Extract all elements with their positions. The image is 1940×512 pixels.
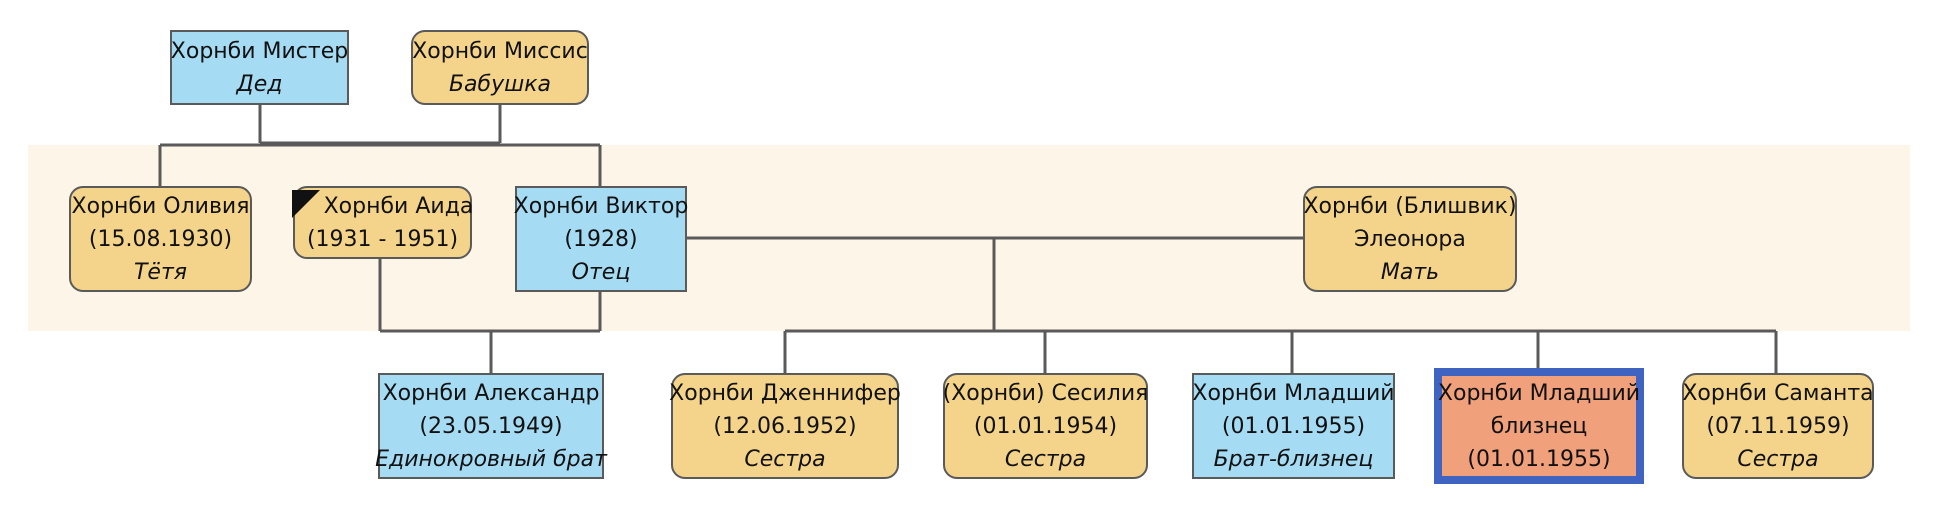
person-dates: (01.01.1955) [1221,413,1366,439]
person-dates: (23.05.1949) [419,413,563,439]
person-dates: (1928) [564,226,638,252]
person-aida[interactable]: Хорнби Аида (1931 - 1951) [291,186,474,259]
person-relation: Отец [571,259,631,285]
person-name: Хорнби Аида [323,193,474,219]
person-jennifer[interactable]: Хорнби Дженнифер (12.06.1952) Сестра [669,373,901,479]
person-junior-twin-selected[interactable]: Хорнби Младший близнец (01.01.1955) [1434,368,1644,484]
person-dates: (15.08.1930) [88,226,233,252]
person-name-line1: Хорнби (Блишвик) [1303,193,1517,219]
person-relation: Брат-близнец [1213,446,1374,472]
person-dates: (01.01.1954) [973,413,1118,439]
person-name-line1: Хорнби Младший [1437,380,1641,406]
person-relation: Мать [1380,259,1440,285]
person-grandfather[interactable]: Хорнби Мистер Дед [170,30,349,105]
aida-name-row: Хорнби Аида [291,189,474,223]
victor-eleonora-connector [685,236,1303,331]
person-relation: Тётя [133,259,188,285]
person-name-line2: близнец [1490,413,1588,439]
person-name: Хорнби Саманта [1682,380,1874,406]
person-dates: (07.11.1959) [1706,413,1850,439]
person-samantha[interactable]: Хорнби Саманта (07.11.1959) Сестра [1682,373,1874,479]
person-grandmother[interactable]: Хорнби Миссис Бабушка [411,30,589,105]
person-relation: Сестра [744,446,826,472]
person-name: Хорнби Оливия [71,193,250,219]
person-dates: (01.01.1955) [1467,446,1611,472]
person-dates: (1931 - 1951) [306,226,459,252]
person-relation: Дед [236,71,283,97]
person-eleonora[interactable]: Хорнби (Блишвик) Элеонора Мать [1303,186,1517,292]
person-relation: Бабушка [448,71,552,97]
person-dates: (12.06.1952) [713,413,857,439]
aida-victor-connector [378,255,602,375]
person-name: Хорнби Мистер [170,38,349,64]
person-victor[interactable]: Хорнби Виктор (1928) Отец [513,186,689,292]
grandparents-connector [258,105,502,145]
person-junior[interactable]: Хорнби Младший (01.01.1955) Брат-близнец [1192,373,1395,479]
person-name: Хорнби Миссис [412,38,588,64]
grandparents-children-connector [158,143,602,190]
person-olivia[interactable]: Хорнби Оливия (15.08.1930) Тётя [69,186,252,292]
person-relation: Сестра [1737,446,1819,472]
person-name: Хорнби Александр [382,380,600,406]
person-name: (Хорнби) Сесилия [942,380,1149,406]
person-cecilia[interactable]: (Хорнби) Сесилия (01.01.1954) Сестра [943,373,1148,479]
person-name: Хорнби Младший [1192,380,1395,406]
mourning-ribbon-icon [291,189,320,218]
person-alexander[interactable]: Хорнби Александр (23.05.1949) Единокровн… [375,373,607,479]
person-relation: Единокровный брат [375,446,607,472]
person-name: Хорнби Дженнифер [669,380,901,406]
person-relation: Сестра [1004,446,1087,472]
person-name: Хорнби Виктор [513,193,689,219]
siblings-connector [783,329,1778,375]
person-name-line2: Элеонора [1354,226,1466,252]
